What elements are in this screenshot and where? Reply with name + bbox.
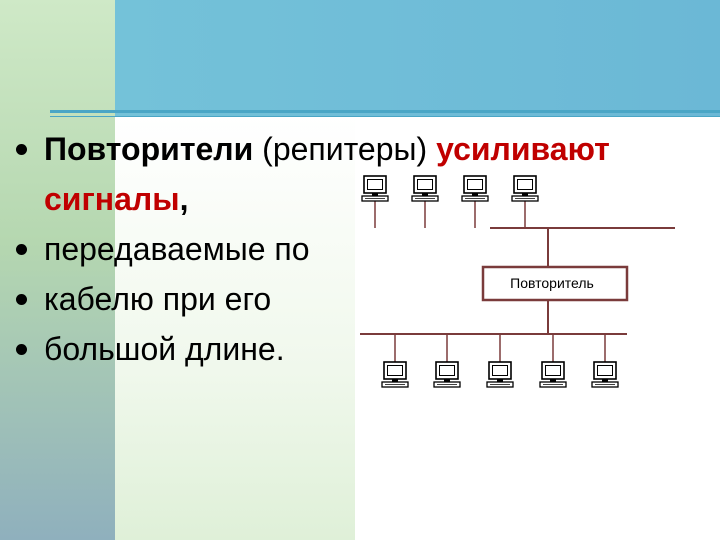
bullet-dot-icon bbox=[16, 144, 27, 155]
computer-icon bbox=[511, 175, 539, 228]
bullet-item: кабелю при его bbox=[8, 274, 688, 324]
term-repeaters-alt: (репитеры) bbox=[253, 131, 437, 167]
computer-icon bbox=[381, 334, 409, 388]
title-rule-thin bbox=[50, 116, 720, 117]
computer-icon bbox=[591, 334, 619, 388]
bullet-item: большой длине. bbox=[8, 324, 688, 374]
term-repeaters: Повторители bbox=[44, 131, 254, 167]
bullet-text: большой длине. bbox=[44, 331, 285, 367]
term-amplify: усиливают bbox=[436, 131, 610, 167]
bullet-dot-icon bbox=[16, 244, 27, 255]
bullet-text: передаваемые по bbox=[44, 231, 310, 267]
bullet-dot-icon bbox=[16, 294, 27, 305]
term-signals: сигналы bbox=[44, 181, 180, 217]
repeater-label: Повторитель bbox=[510, 275, 594, 291]
bullet-item: Повторители (репитеры) усиливают bbox=[8, 124, 688, 174]
computer-icon bbox=[486, 334, 514, 388]
background-middle-panel bbox=[115, 116, 355, 540]
computer-icon bbox=[361, 175, 389, 228]
network-diagram-svg: Повторитель bbox=[360, 175, 675, 388]
bullet-dot-icon bbox=[16, 344, 27, 355]
computer-icon bbox=[539, 334, 567, 388]
repeater: Повторитель bbox=[481, 228, 629, 334]
computer-icon bbox=[411, 175, 439, 228]
bullet-list: Повторители (репитеры) усиливают сигналы… bbox=[8, 124, 688, 374]
background-top-band bbox=[115, 0, 720, 116]
top-network-segment bbox=[361, 175, 675, 229]
network-diagram: Повторитель bbox=[355, 166, 675, 406]
computer-icon bbox=[461, 175, 489, 228]
background-left-band bbox=[0, 0, 115, 540]
bullet-text: кабелю при его bbox=[44, 281, 272, 317]
title-rule bbox=[50, 110, 720, 113]
repeater-box bbox=[481, 265, 629, 302]
computer-icon bbox=[433, 334, 461, 388]
bullet-item: сигналы, bbox=[8, 174, 688, 224]
bottom-network-segment bbox=[360, 333, 627, 388]
bullet-item: передаваемые по bbox=[8, 224, 688, 274]
comma: , bbox=[179, 181, 189, 217]
